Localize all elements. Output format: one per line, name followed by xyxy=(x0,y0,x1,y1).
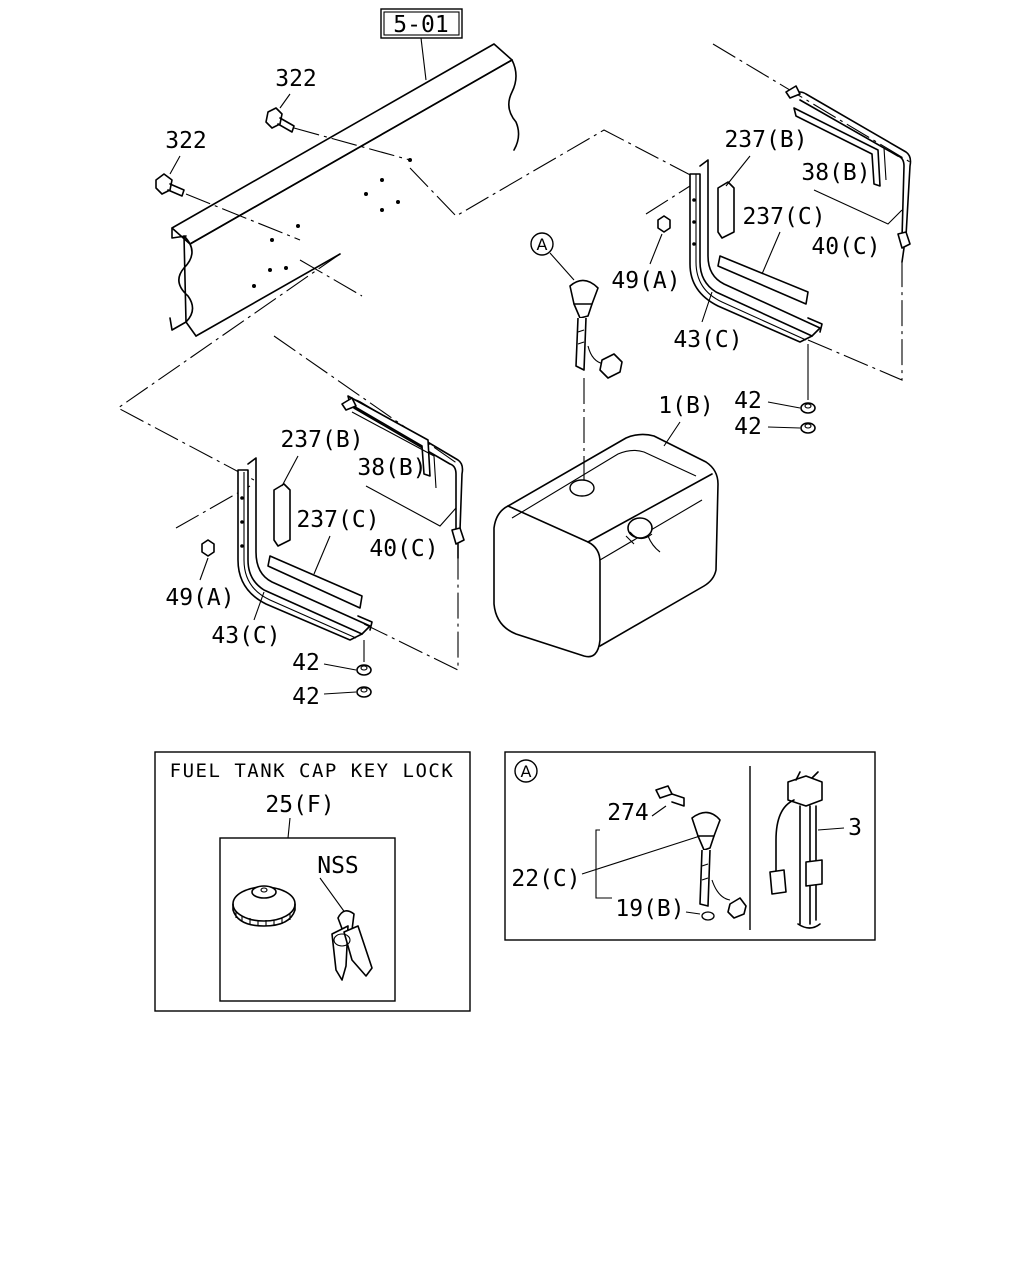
label-42-right-a: 42 xyxy=(734,388,762,414)
callout-a-label: A xyxy=(537,235,548,254)
nut-42-left-b[interactable] xyxy=(356,686,372,698)
reference-box-label: 5-01 xyxy=(393,12,448,38)
label-3: 3 xyxy=(848,815,862,841)
callout-a-marker[interactable]: A xyxy=(530,232,575,281)
nut-42-left-a[interactable] xyxy=(356,664,372,676)
label-42-left-b: 42 xyxy=(292,684,320,710)
tank-label: 1(B) xyxy=(658,393,713,419)
nut-49a-right[interactable] xyxy=(657,215,671,233)
label-49a-left: 49(A) xyxy=(165,585,234,611)
label-22c: 22(C) xyxy=(511,866,580,892)
bolt-322-upper-label: 322 xyxy=(275,66,317,92)
detail-level-gauge xyxy=(769,771,823,929)
pad-237b-left[interactable] xyxy=(273,483,291,547)
nut-49a-left[interactable] xyxy=(201,539,215,557)
bolt-322-lower[interactable]: 322 xyxy=(155,128,207,197)
label-237c-right: 237(C) xyxy=(742,204,825,230)
key-icon xyxy=(331,910,373,981)
detail-a-panel[interactable]: A 274 22(C) 19(B) 3 xyxy=(504,751,876,941)
nss-label: NSS xyxy=(317,853,359,879)
band-38b-right[interactable] xyxy=(785,85,912,263)
bolt-322-upper[interactable]: 322 xyxy=(265,66,317,133)
frame-rail xyxy=(169,43,520,337)
label-237c-left: 237(C) xyxy=(296,507,379,533)
bracket-right[interactable] xyxy=(689,159,823,343)
reference-box[interactable]: 5-01 xyxy=(380,8,463,81)
detail-sender-unit xyxy=(655,785,747,921)
label-49a-right: 49(A) xyxy=(611,268,680,294)
nut-42-right-a[interactable] xyxy=(800,402,816,414)
label-38b-left: 38(B) xyxy=(357,455,426,481)
nut-42-right-b[interactable] xyxy=(800,422,816,434)
pad-237c-left[interactable] xyxy=(267,555,363,609)
band-38b-left[interactable] xyxy=(341,395,465,559)
detail-a-marker: A xyxy=(521,762,532,781)
label-40c-left: 40(C) xyxy=(369,536,438,562)
label-43c-left: 43(C) xyxy=(211,623,280,649)
label-42-left-a: 42 xyxy=(292,650,320,676)
label-274: 274 xyxy=(607,800,649,826)
fuel-tank[interactable] xyxy=(493,433,719,658)
label-38b-right: 38(B) xyxy=(801,160,870,186)
fuel-sender-unit[interactable] xyxy=(569,279,623,379)
cap-panel-title: FUEL TANK CAP KEY LOCK xyxy=(170,760,455,782)
pad-237b-right[interactable] xyxy=(717,181,735,239)
label-40c-right: 40(C) xyxy=(811,234,880,260)
fuel-cap-icon xyxy=(232,885,296,927)
label-43c-right: 43(C) xyxy=(673,327,742,353)
label-19b: 19(B) xyxy=(615,896,684,922)
cap-key-lock-panel[interactable]: FUEL TANK CAP KEY LOCK 25(F) NSS xyxy=(154,751,471,1012)
label-237b-right: 237(B) xyxy=(724,127,807,153)
pad-237c-right[interactable] xyxy=(717,255,809,305)
bracket-left[interactable] xyxy=(237,457,373,641)
label-42-right-b: 42 xyxy=(734,414,762,440)
label-237b-left: 237(B) xyxy=(280,427,363,453)
bolt-322-lower-label: 322 xyxy=(165,128,207,154)
cap-part-label: 25(F) xyxy=(265,792,334,818)
